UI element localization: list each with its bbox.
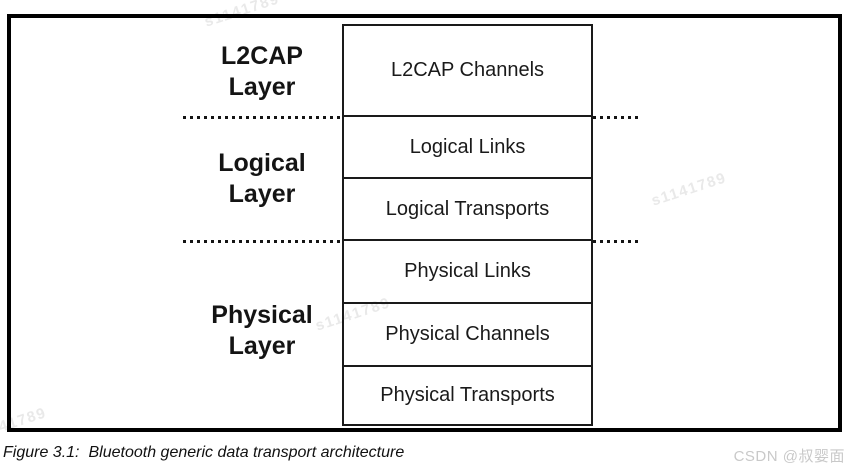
box-l2cap-channels: L2CAP Channels — [342, 24, 593, 117]
diagram-outer-frame — [7, 14, 842, 432]
dotted-separator-logical-physical-right — [593, 240, 639, 243]
box-physical-links: Physical Links — [342, 241, 593, 304]
box-logical-links-label: Logical Links — [409, 135, 526, 158]
layer-label-l2cap-line2: Layer — [228, 73, 296, 101]
dotted-separator-l2cap-logical-left — [183, 116, 342, 119]
box-logical-links: Logical Links — [342, 117, 593, 179]
figure-caption: Figure 3.1: Bluetooth generic data transp… — [3, 444, 404, 462]
box-physical-transports: Physical Transports — [342, 367, 593, 426]
layer-label-physical-line1: Physical — [211, 301, 313, 329]
box-physical-channels-label: Physical Channels — [385, 323, 550, 345]
site-credit-watermark: CSDN @叔婴面 — [733, 448, 845, 465]
layer-label-physical: Physical Layer — [162, 300, 362, 362]
figure-caption-number: Figure 3.1: — [3, 444, 80, 461]
layer-label-logical-line2: Layer — [228, 180, 296, 208]
box-physical-transports-label: Physical Transports — [380, 384, 555, 406]
dotted-separator-l2cap-logical-right — [593, 116, 639, 119]
transport-stack: L2CAP Channels Logical Links Logical Tra… — [342, 24, 593, 426]
box-physical-channels: Physical Channels — [342, 304, 593, 367]
layer-label-l2cap: L2CAP Layer — [162, 41, 362, 103]
layer-label-physical-line2: Layer — [228, 332, 296, 360]
box-logical-transports-label: Logical Transports — [385, 197, 550, 220]
dotted-separator-logical-physical-left — [183, 240, 342, 243]
box-logical-transports: Logical Transports — [342, 179, 593, 241]
box-l2cap-channels-label: L2CAP Channels — [390, 59, 545, 81]
layer-label-logical: Logical Layer — [162, 148, 362, 210]
box-physical-links-label: Physical Links — [404, 260, 531, 282]
layer-label-l2cap-line1: L2CAP — [221, 42, 303, 70]
figure-caption-title: Bluetooth generic data transport archite… — [88, 444, 405, 461]
layer-label-logical-line1: Logical — [218, 149, 306, 177]
